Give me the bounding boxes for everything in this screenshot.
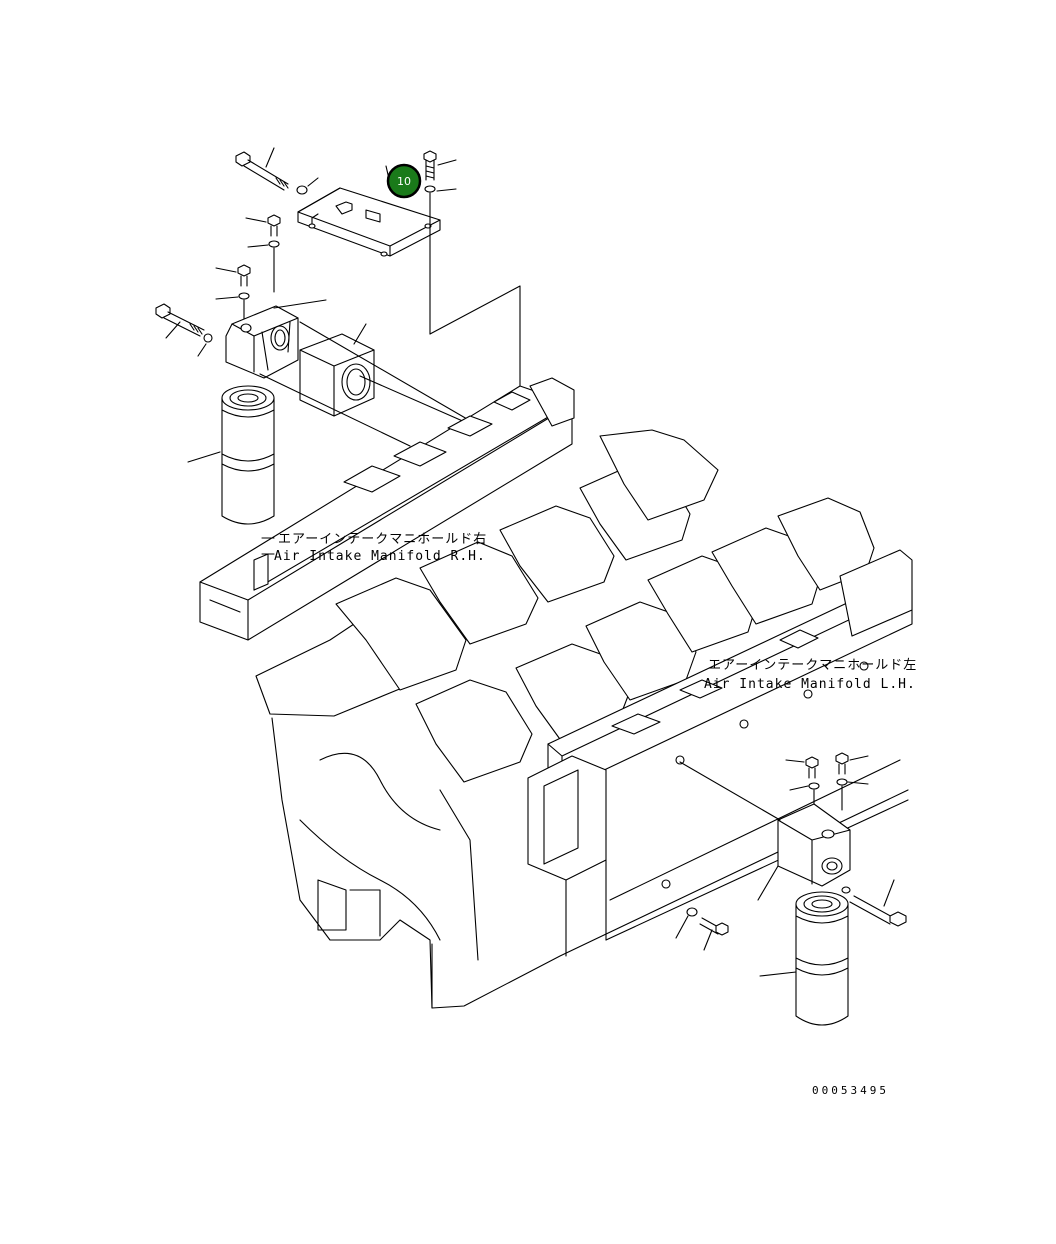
label-rh-en: Air Intake Manifold R.H. bbox=[274, 549, 486, 564]
label-lh-en: Air Intake Manifold L.H. bbox=[704, 677, 916, 692]
valve-covers-lh bbox=[415, 497, 875, 783]
drawing-number: 00053495 bbox=[812, 1084, 889, 1097]
engine-block bbox=[199, 377, 913, 1009]
oil-filter-lower bbox=[759, 891, 849, 1026]
filter-head-upper bbox=[225, 299, 327, 379]
bolt-left-2 bbox=[215, 264, 251, 287]
upper-bracket bbox=[297, 187, 441, 257]
bolt-lower-3 bbox=[699, 917, 729, 951]
washer-upper-right bbox=[424, 185, 457, 193]
upper-bracket-group: 10 bbox=[155, 147, 521, 525]
washer-left-3 bbox=[197, 333, 213, 357]
label-rh-manifold: エアーインテークマニホールド右 Air Intake Manifold R.H. bbox=[261, 532, 487, 564]
spacer-block bbox=[299, 323, 375, 417]
manifold-ports-rh bbox=[253, 377, 575, 591]
lower-filter-group bbox=[675, 752, 907, 1026]
label-lh-manifold: エアーインテークマニホールド左 Air Intake Manifold L.H. bbox=[704, 658, 917, 692]
long-bolt-left bbox=[155, 303, 205, 339]
bolt-lower-2 bbox=[835, 752, 869, 775]
oil-filter-upper bbox=[187, 385, 275, 525]
washer-upper-1 bbox=[296, 177, 319, 195]
long-bolt-upper bbox=[235, 147, 289, 191]
washer-lower-1 bbox=[789, 782, 820, 791]
callout-badge-10[interactable]: 10 bbox=[386, 163, 422, 199]
long-bolt-lower bbox=[841, 879, 907, 927]
washer-lower-3 bbox=[675, 907, 698, 939]
washer-left-2 bbox=[215, 292, 250, 300]
washer-lower-2 bbox=[836, 778, 869, 786]
filter-head-lower bbox=[757, 803, 851, 901]
valve-covers-rh bbox=[255, 429, 719, 717]
callout-number: 10 bbox=[397, 175, 411, 188]
label-lh-jp: エアーインテークマニホールド左 bbox=[708, 658, 917, 673]
label-rh-jp: エアーインテークマニホールド右 bbox=[278, 532, 487, 547]
bolt-lower-1 bbox=[785, 756, 819, 779]
bolt-upper-right bbox=[423, 150, 457, 181]
bolt-left-1 bbox=[245, 214, 281, 237]
washer-left-1 bbox=[247, 240, 280, 248]
